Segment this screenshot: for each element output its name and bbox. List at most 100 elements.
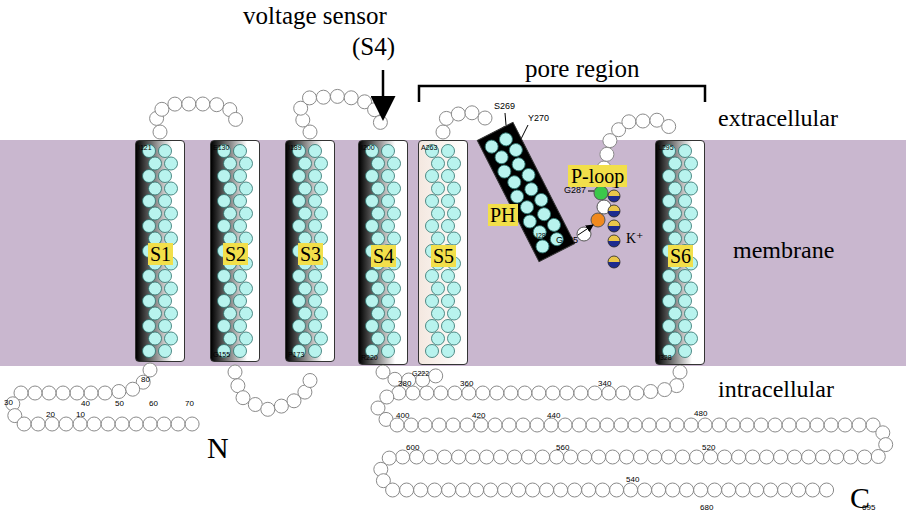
residue: [663, 320, 676, 333]
residue: [582, 483, 596, 497]
residue: [56, 386, 70, 400]
residue: [432, 207, 445, 220]
residue: [309, 320, 322, 333]
residue: [316, 90, 330, 104]
residue: [588, 386, 602, 400]
residue: [293, 320, 306, 333]
residue: [299, 182, 312, 195]
residue: [129, 417, 143, 431]
residue: [168, 97, 182, 111]
residue: [388, 282, 401, 295]
residue: [84, 386, 98, 400]
residue: [679, 195, 692, 208]
residue: [546, 386, 560, 400]
residue: [309, 170, 322, 183]
residue: [303, 374, 317, 388]
residue: [434, 386, 448, 400]
residue: [679, 295, 692, 308]
residue: [388, 182, 401, 195]
residue: [426, 295, 439, 308]
region-label: intracellular: [718, 377, 834, 401]
residue: [293, 220, 306, 233]
residue: [261, 402, 275, 416]
residue: [28, 386, 42, 400]
residue: [234, 145, 247, 158]
residue-number: I282: [536, 232, 550, 239]
residue: [143, 295, 156, 308]
residue: [442, 295, 455, 308]
residue: [418, 418, 432, 432]
residue: [115, 417, 129, 431]
residue: [442, 483, 456, 497]
residue: [554, 483, 568, 497]
residue: [382, 220, 395, 233]
residue: [171, 417, 185, 431]
helix-box: S1: [135, 140, 185, 362]
loop-residues: [6, 89, 893, 497]
residue: [17, 417, 31, 431]
residue: [448, 332, 461, 345]
residue: [718, 450, 732, 464]
residue: [400, 483, 414, 497]
residue-number: E130: [213, 144, 229, 151]
residue: [448, 157, 461, 170]
residue: [372, 332, 385, 345]
residue: [750, 483, 764, 497]
residue: [816, 450, 830, 464]
residue-number: G155: [213, 351, 230, 358]
residue: [448, 386, 462, 400]
helix-residues: [476, 116, 576, 268]
residue: [614, 418, 628, 432]
residue: [373, 115, 387, 129]
region-label: (S4): [352, 34, 395, 59]
residue: [143, 270, 156, 283]
residue: [638, 483, 652, 497]
residue: [165, 157, 178, 170]
residue: [670, 418, 684, 432]
residue: [673, 365, 687, 379]
residue: [149, 332, 162, 345]
residue-number: 40: [81, 400, 90, 408]
residue: [810, 418, 824, 432]
residue: [157, 417, 171, 431]
residue: [754, 418, 768, 432]
residue: [274, 399, 288, 413]
residue: [600, 147, 614, 161]
helix-box: S2: [210, 140, 260, 362]
residue: [484, 483, 498, 497]
residue: [240, 182, 253, 195]
residue: [229, 112, 243, 126]
region-label: membrane: [733, 238, 834, 262]
residue: [240, 332, 253, 345]
residue: [596, 483, 610, 497]
residue: [309, 145, 322, 158]
residue: [732, 450, 746, 464]
residue: [586, 418, 600, 432]
residue: [159, 170, 172, 183]
residue: [372, 182, 385, 195]
residue: [871, 450, 885, 464]
residue: [830, 450, 844, 464]
residue-number: I200: [361, 144, 375, 151]
residue: [382, 295, 395, 308]
residue: [372, 157, 385, 170]
residue-number: 400: [396, 412, 409, 420]
residue-number: G222: [412, 370, 429, 377]
residue: [446, 418, 460, 432]
residue: [600, 418, 614, 432]
residue: [87, 417, 101, 431]
residue: [303, 91, 317, 105]
residue: [366, 195, 379, 208]
residue: [679, 145, 692, 158]
residue: [382, 170, 395, 183]
residue: [218, 270, 231, 283]
residue: [504, 386, 518, 400]
residue: [234, 345, 247, 358]
residue: [442, 220, 455, 233]
residue: [502, 418, 516, 432]
residue: [196, 97, 210, 111]
residue: [224, 182, 237, 195]
residue-number: 340: [598, 380, 611, 388]
residue: [652, 483, 666, 497]
residue: [330, 89, 344, 103]
